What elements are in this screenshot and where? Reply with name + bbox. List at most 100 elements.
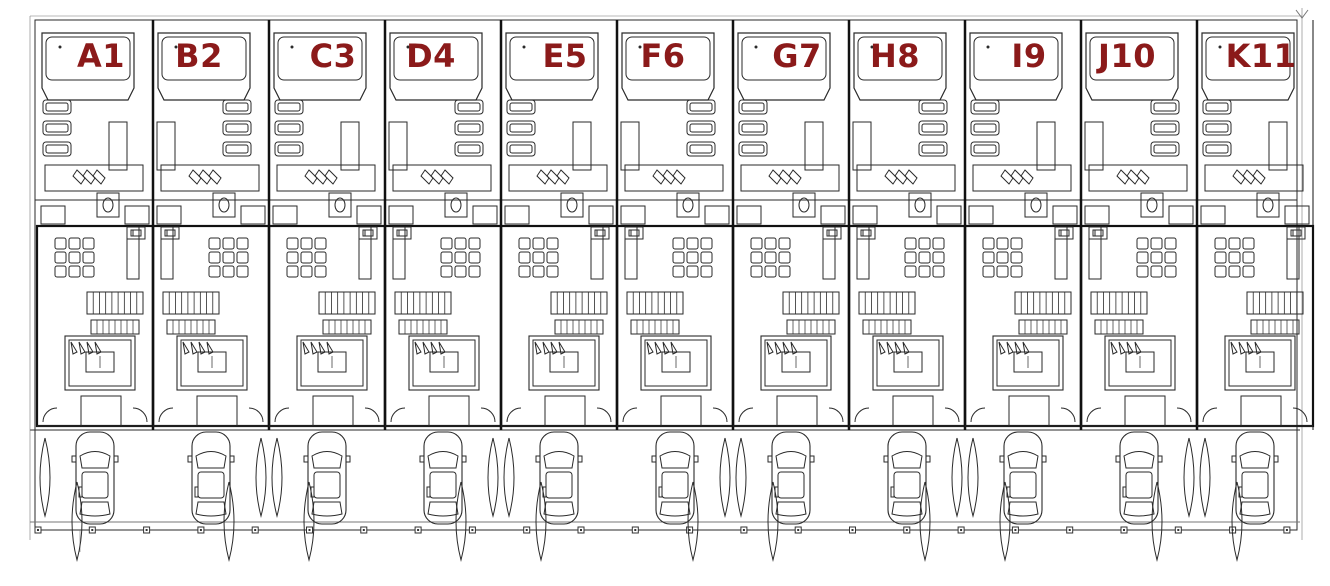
door-swing — [1202, 407, 1218, 423]
door-swing — [390, 407, 406, 423]
utility-room — [620, 205, 646, 225]
patio-deck — [972, 164, 1072, 192]
entrance-hall — [428, 395, 470, 427]
dining-chair — [286, 237, 299, 250]
cushion — [1118, 341, 1126, 355]
car-mirror — [1115, 455, 1121, 463]
deck-chair — [1136, 169, 1150, 185]
car-body — [423, 431, 463, 525]
lounge-chair-cushion — [1153, 102, 1177, 112]
kitchen-run — [1054, 226, 1068, 280]
plant-bed — [503, 437, 515, 518]
utility-room — [588, 205, 614, 225]
dining-chair — [996, 251, 1009, 264]
deck-chair — [92, 169, 106, 185]
dining-chair — [778, 265, 791, 278]
toilet — [1146, 197, 1158, 213]
lounge-chair — [686, 141, 716, 157]
car-roof — [1241, 471, 1269, 499]
dining-chair — [996, 237, 1009, 250]
cushion — [774, 341, 782, 355]
car-body — [1003, 431, 1043, 525]
dining-chair — [314, 251, 327, 264]
cushion — [302, 341, 310, 355]
patio-column — [1268, 121, 1288, 171]
car-roof — [661, 471, 689, 499]
toilet — [450, 197, 462, 213]
unit-j10 — [1079, 20, 1199, 562]
gate-post — [1122, 486, 1127, 498]
dining-chair — [440, 251, 453, 264]
dining-chair — [764, 237, 777, 250]
sink — [1290, 229, 1300, 237]
column-dot — [905, 529, 908, 531]
gate-post — [426, 486, 431, 498]
entrance-hall — [196, 395, 238, 427]
kitchen-counter — [822, 226, 842, 240]
pool-light — [638, 45, 642, 49]
car-mirror — [1157, 455, 1163, 463]
deck-chair — [82, 169, 96, 185]
wc-room — [1024, 192, 1048, 218]
sofa-area — [872, 335, 944, 391]
column-dot — [851, 529, 854, 531]
entrance-hall — [544, 395, 586, 427]
unit-label: B2 — [175, 37, 223, 75]
stair-run — [782, 291, 840, 315]
door-swing — [158, 407, 174, 423]
pool-basin — [45, 36, 131, 81]
patio-deck — [1204, 164, 1304, 192]
lounge-chair-cushion — [277, 144, 301, 154]
car-roof — [545, 471, 573, 499]
pool-light — [522, 45, 526, 49]
door-swing — [364, 407, 380, 423]
dining-chair — [82, 237, 95, 250]
column-dot — [525, 529, 528, 531]
wc-room — [676, 192, 700, 218]
dining-chair — [1228, 265, 1241, 278]
deck-chair — [324, 169, 338, 185]
patio-deck — [44, 164, 144, 192]
dining-chair — [1150, 265, 1163, 278]
cushion — [438, 341, 446, 355]
gate-post — [890, 486, 895, 498]
lounge-chair-cushion — [225, 123, 249, 133]
utility-room — [1052, 205, 1078, 225]
car-rear-window — [195, 501, 227, 517]
kitchen-counter — [624, 226, 644, 240]
wc-room — [1140, 192, 1164, 218]
unit-k11 — [1195, 20, 1315, 562]
kitchen-run — [1286, 226, 1300, 280]
kitchen-counter — [160, 226, 180, 240]
pool-basin — [973, 36, 1059, 81]
dining-chair — [686, 237, 699, 250]
kitchen-run — [1088, 226, 1102, 280]
dining-chair — [532, 265, 545, 278]
lounge-chair-cushion — [1205, 123, 1229, 133]
deck-chair — [778, 169, 792, 185]
deck-chair — [1116, 169, 1130, 185]
lounge-chair — [506, 99, 536, 115]
utility-room — [124, 205, 150, 225]
car-windshield — [1239, 451, 1271, 469]
patio-deck — [392, 164, 492, 192]
cushion — [886, 341, 894, 355]
gate-post — [542, 486, 547, 498]
car-roof — [1009, 471, 1037, 499]
wc-room — [96, 192, 120, 218]
patio-column — [572, 121, 592, 171]
deck-chair — [1000, 169, 1014, 185]
dining-chair — [1164, 251, 1177, 264]
pool-light — [58, 45, 62, 49]
column-dot — [960, 529, 963, 531]
sofa-area — [640, 335, 712, 391]
sink — [130, 229, 140, 237]
lounge-chair — [1202, 141, 1232, 157]
patio-column — [620, 121, 640, 171]
wc-room — [1256, 192, 1280, 218]
plant-bed — [303, 481, 315, 562]
stair-run — [1090, 291, 1148, 315]
lounge-chair-cushion — [457, 123, 481, 133]
dining-chair — [208, 237, 221, 250]
pool-outline — [41, 32, 135, 101]
